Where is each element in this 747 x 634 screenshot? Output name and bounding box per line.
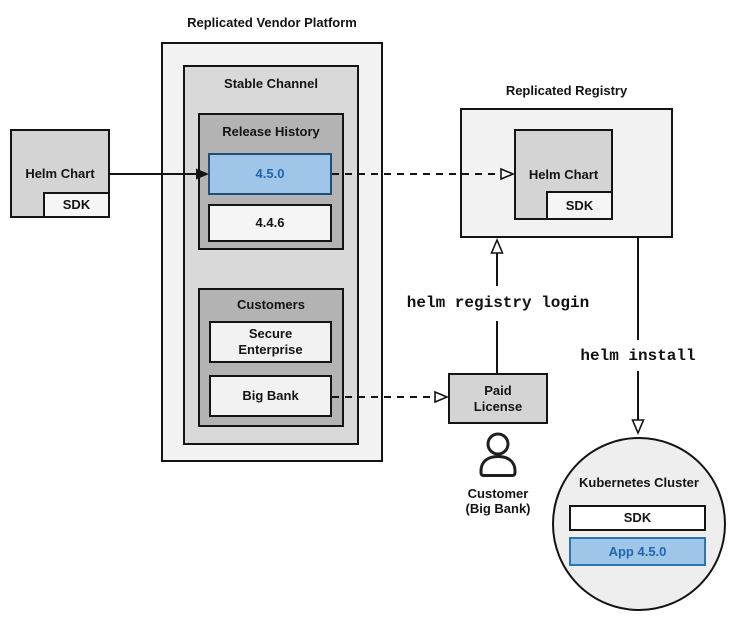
customer-name: Secure Enterprise [238, 326, 303, 357]
registry-title: Replicated Registry [505, 83, 628, 98]
customer-caption-line1: Customer [467, 486, 529, 501]
paid-license-box: Paid License [448, 373, 548, 424]
customer-caption: Customer (Big Bank) [448, 486, 548, 516]
arrow-head-open-down [631, 419, 645, 436]
source-helm-chart-label: Helm Chart [25, 165, 95, 181]
release-version-label: 4.5.0 [255, 166, 285, 181]
release-version-4-4-6: 4.4.6 [208, 204, 332, 242]
cluster-sdk-box: SDK [569, 505, 706, 531]
registry-helm-chart-label: Helm Chart [528, 166, 599, 182]
release-version-4-5-0: 4.5.0 [208, 153, 332, 195]
release-version-label: 4.4.6 [255, 215, 285, 230]
customer-icon [479, 432, 517, 477]
customers-title: Customers [237, 297, 305, 312]
sdk-label: SDK [62, 197, 91, 212]
helm-registry-login-command: helm registry login [406, 294, 590, 312]
customer-name: Big Bank [242, 388, 299, 403]
kubernetes-cluster-title: Kubernetes Cluster [579, 475, 699, 490]
customer-big-bank-box: Big Bank [209, 375, 332, 417]
release-history-title: Release History [222, 124, 320, 139]
sdk-label: SDK [623, 510, 652, 525]
stable-channel-title: Stable Channel [224, 76, 318, 91]
customer-caption-line2: (Big Bank) [465, 501, 531, 516]
registry-sdk-badge: SDK [546, 191, 613, 220]
source-sdk-badge: SDK [43, 192, 110, 218]
cluster-app-label: App 4.5.0 [608, 543, 667, 559]
arrow-head-open-up [490, 237, 504, 254]
platform-title: Replicated Vendor Platform [187, 15, 357, 30]
paid-license-label: Paid License [473, 382, 523, 414]
arrow-head-open [434, 390, 450, 404]
sdk-label: SDK [565, 197, 594, 213]
helm-install-command: helm install [580, 347, 696, 365]
customer-secure-enterprise-box: Secure Enterprise [209, 321, 332, 363]
cluster-app-box: App 4.5.0 [569, 537, 706, 566]
